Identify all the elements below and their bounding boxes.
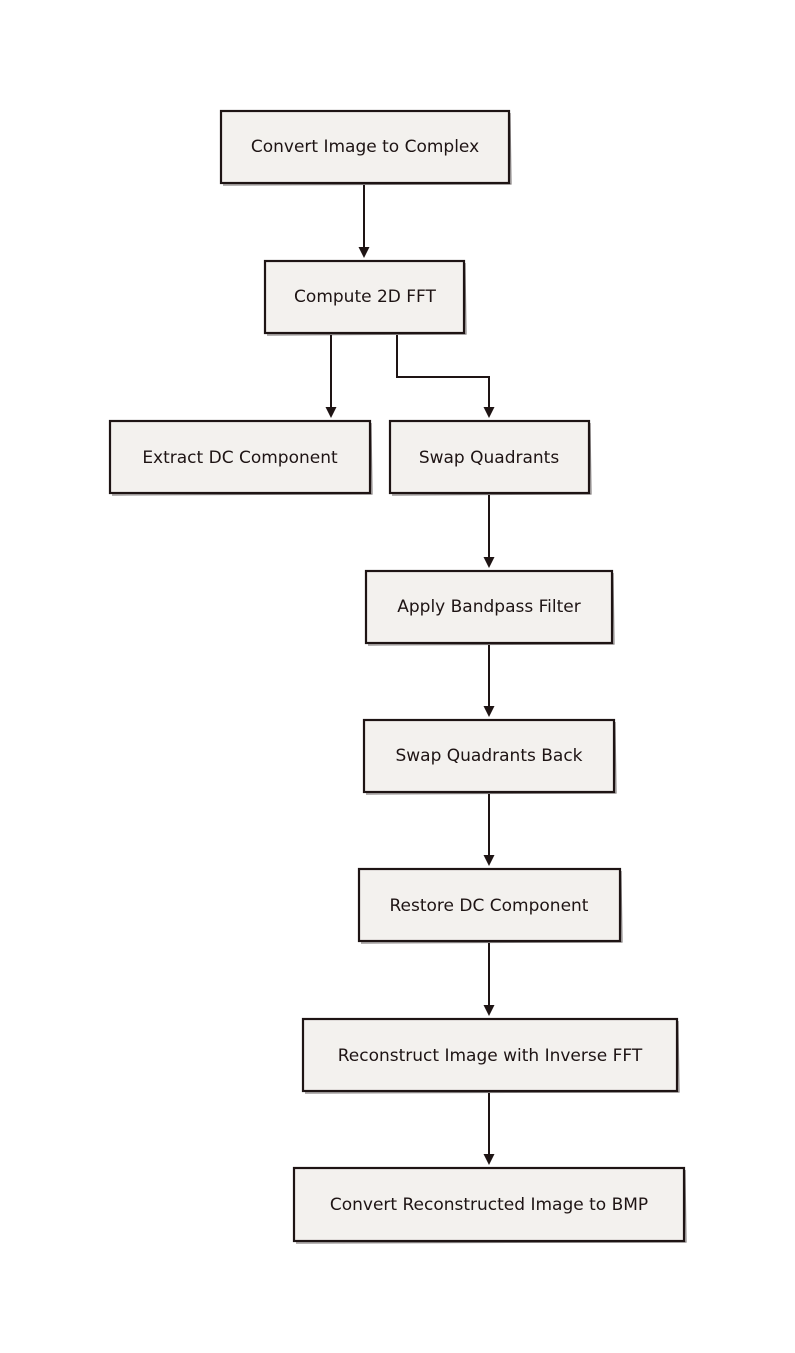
edge-line [396,335,490,407]
node-label: Compute 2D FFT [294,287,436,307]
node-label: Reconstruct Image with Inverse FFT [338,1046,643,1066]
node-label: Apply Bandpass Filter [397,597,580,617]
arrowhead-icon [358,247,370,258]
edge-restore-dc-to-inverse-fft [483,943,495,1016]
arrowhead-icon [483,855,495,866]
node-convert-to-bmp: Convert Reconstructed Image to BMP [292,1166,687,1244]
arrowhead-icon [483,706,495,717]
edges [325,185,495,1165]
edge-compute-fft-to-extract-dc [325,335,337,418]
node-label: Restore DC Component [390,896,589,916]
node-reconstruct-image-inverse-fft: Reconstruct Image with Inverse FFT [301,1017,680,1094]
arrowhead-icon [483,407,495,418]
edge-compute-fft-to-swap-quadrants [396,335,495,418]
node-convert-image-to-complex: Convert Image to Complex [219,109,512,186]
edge-swap-quadrants-to-bandpass [483,495,495,568]
node-apply-bandpass-filter: Apply Bandpass Filter [364,569,615,646]
node-label: Convert Reconstructed Image to BMP [330,1195,648,1215]
node-compute-2d-fft: Compute 2D FFT [263,259,467,336]
node-label: Swap Quadrants Back [395,746,582,766]
node-label: Extract DC Component [142,448,338,468]
edge-inverse-fft-to-to-bmp [483,1093,495,1165]
node-swap-quadrants: Swap Quadrants [388,419,592,496]
edge-convert-to-complex-to-compute-fft [358,185,370,258]
node-restore-dc-component: Restore DC Component [357,867,623,944]
node-label: Convert Image to Complex [251,137,479,157]
node-swap-quadrants-back: Swap Quadrants Back [362,718,617,795]
arrowhead-icon [483,1154,495,1165]
arrowhead-icon [325,407,337,418]
node-label: Swap Quadrants [419,448,560,468]
node-extract-dc-component: Extract DC Component [108,419,373,496]
arrowhead-icon [483,1005,495,1016]
edge-bandpass-to-swap-back [483,645,495,717]
edge-swap-back-to-restore-dc [483,794,495,866]
arrowhead-icon [483,557,495,568]
